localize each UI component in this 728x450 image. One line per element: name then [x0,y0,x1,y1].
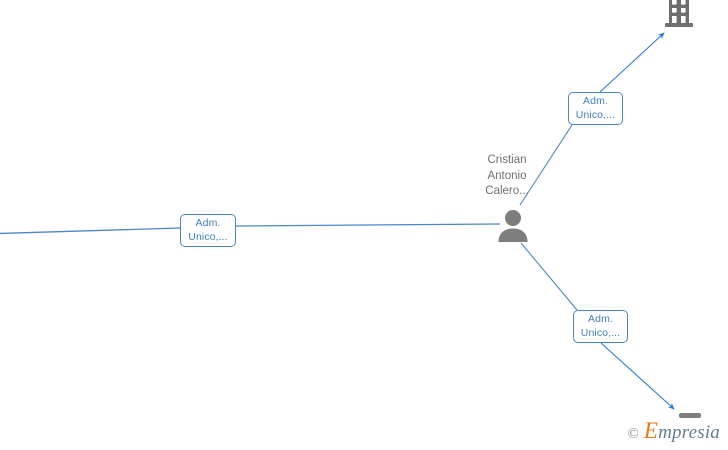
edge-person-to-rel-bottom [520,242,578,311]
node-bottom-right-clipped[interactable] [679,413,701,418]
brand-initial: E [643,418,659,443]
brand-wordmark: Empresia [644,418,720,444]
building-icon [665,0,693,27]
person-node-label: Cristian Antonio Calero... [485,154,529,197]
empresia-watermark: © Empresia [627,418,720,444]
brand-rest: mpresia [658,422,720,443]
relationship-box-bottom-right-label: Adm. Unico,... [580,313,621,339]
edge-offscreen-to-rel-left [0,227,181,235]
relationship-box-top-right[interactable]: Adm. Unico,... [568,92,623,125]
copyright-symbol: © [627,426,639,442]
person-icon [498,210,528,242]
person-node-central[interactable] [497,209,529,242]
relationship-box-top-right-label: Adm. Unico,... [575,95,616,121]
edge-rel-bottom-to-node [600,342,675,410]
company-node-top-right[interactable] [659,0,699,36]
edge-rel-top-to-company [599,32,665,93]
relationship-box-bottom-right[interactable]: Adm. Unico,... [573,310,628,343]
edge-rel-left-to-person [235,223,501,227]
relationship-box-left-label: Adm. Unico,... [188,217,228,243]
relationship-box-left[interactable]: Adm. Unico,... [180,214,236,247]
